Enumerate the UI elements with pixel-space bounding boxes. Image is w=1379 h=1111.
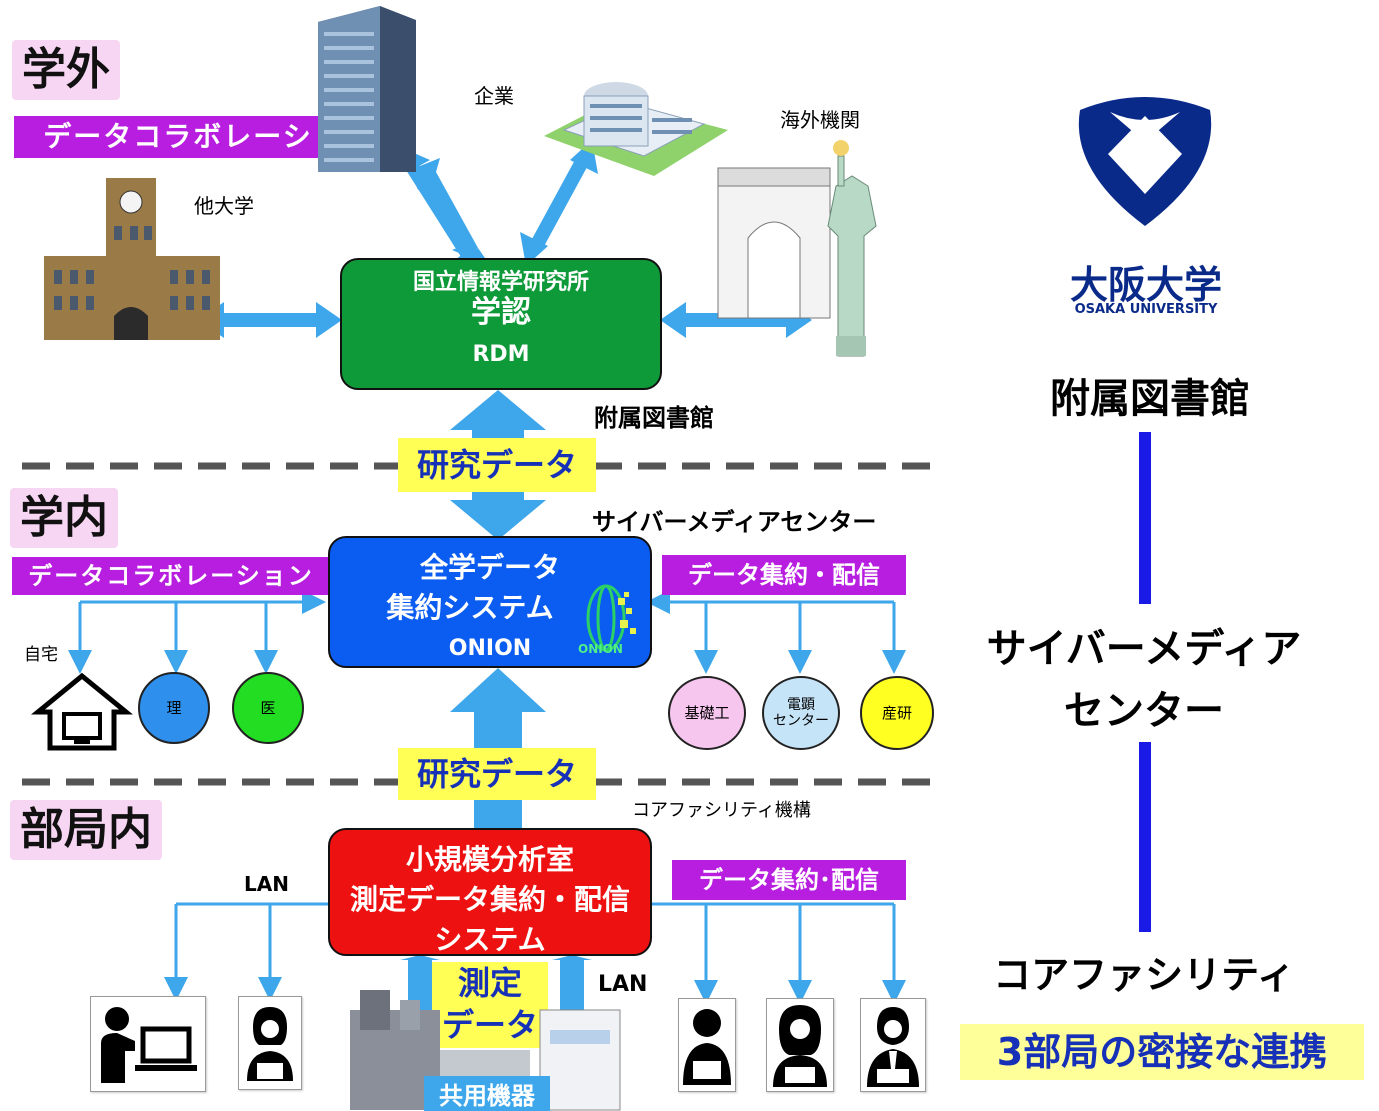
campus-right-lines: [646, 590, 906, 674]
overseas-landmark-image: [717, 140, 877, 357]
equip-arrow-left: [400, 955, 440, 1010]
collab-campus-label: データコラボレーション: [12, 557, 330, 595]
home-icon: [30, 672, 134, 751]
zone-department-tag: 部局内: [10, 800, 162, 860]
lab-box-line3: システム: [434, 923, 546, 956]
onion-box-line2: 集約システム: [386, 591, 554, 624]
research-data-label-2: 研究データ: [398, 748, 596, 800]
measurement-data-label: 測定 データ: [432, 962, 548, 1048]
user-woman-laptop-icon-1: [238, 996, 302, 1090]
onion-box: 全学データ 集約システム ONION ONION: [328, 536, 652, 668]
panel-org-cmc-line1: サイバーメディア: [986, 626, 1302, 672]
onion-box-line3: ONION: [448, 636, 532, 661]
user-man-tie-laptop-icon: [860, 998, 926, 1092]
research-data-label-1: 研究データ: [398, 438, 596, 492]
node-science: 理: [138, 672, 210, 744]
nii-box-line3: RDM: [472, 342, 530, 367]
univ-name: 大阪大学: [1069, 263, 1222, 307]
panel-org-library: 附属図書館: [1050, 376, 1250, 422]
university-building-image: [44, 178, 220, 340]
zone-campus-tag: 学内: [10, 488, 118, 548]
panel-org-core: コアファシリティ: [993, 953, 1295, 997]
core-facility-label: コアファシリティ機構: [632, 800, 811, 821]
nii-box-line1: 国立情報学研究所: [412, 270, 589, 295]
lab-box: 小規模分析室 測定データ集約・配信 システム: [328, 828, 652, 956]
home-label: 自宅: [24, 645, 58, 665]
user-desk-icon: [90, 996, 206, 1092]
arrow-tower-nii: [402, 156, 476, 262]
nii-box-line2: 学認: [471, 295, 531, 330]
panel-org-cmc-line2: センター: [1064, 688, 1224, 734]
onion-logo-text: ONION: [578, 642, 623, 656]
library-label: 附属図書館: [594, 404, 714, 432]
cmc-label: サイバーメディアセンター: [592, 508, 877, 536]
company-building-image: [544, 82, 728, 176]
node-sanken: 産研: [860, 676, 934, 750]
user-man-laptop-icon: [678, 998, 736, 1092]
lan-label-right: LAN: [598, 972, 648, 997]
shared-equipment-label: 共用機器: [424, 1076, 550, 1111]
aggregate-dept-label: データ集約･配信: [672, 860, 906, 900]
nii-box: 国立情報学研究所 学認 RDM: [340, 258, 662, 390]
user-woman-laptop-icon-2: [766, 998, 834, 1092]
campus-left-lines: [68, 590, 326, 674]
company-label: 企業: [474, 84, 514, 108]
other-univ-label: 他大学: [194, 194, 254, 218]
lab-box-line1: 小規模分析室: [405, 843, 574, 876]
dept-right-lines: [650, 902, 906, 1004]
equip-arrow-right: [552, 955, 592, 1010]
onion-logo: ONION: [578, 578, 644, 658]
dept-left-lines: [164, 902, 330, 1001]
panel-tagline: 3部局の密接な連携: [960, 1024, 1364, 1080]
aggregate-campus-label: データ集約・配信: [662, 555, 906, 595]
node-kisoko: 基礎工: [668, 676, 746, 750]
osaka-university-logo: [1078, 97, 1212, 226]
zone-external-tag: 学外: [12, 40, 120, 100]
node-medicine: 医: [232, 672, 304, 744]
lan-label-left: LAN: [244, 872, 289, 896]
lab-box-line2: 測定データ集約・配信: [349, 883, 630, 916]
univ-name-en: OSAKA UNIVERSITY: [1074, 302, 1218, 317]
onion-box-line1: 全学データ: [419, 551, 560, 584]
office-tower-image: [318, 6, 416, 172]
overseas-label: 海外機関: [780, 108, 860, 132]
arrow-company-nii: [527, 154, 591, 254]
node-denken: 電顕 センター: [762, 676, 840, 750]
